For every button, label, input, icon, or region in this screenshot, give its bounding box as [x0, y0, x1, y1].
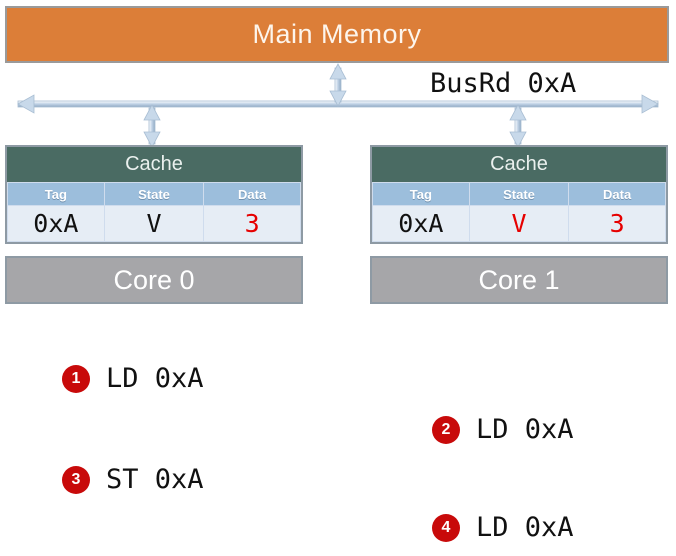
- node-core1: Cache Tag State Data 0xA V 3 Core 1: [370, 145, 668, 304]
- table-header-row: Tag State Data: [372, 182, 666, 206]
- column-header-data: Data: [203, 182, 301, 206]
- cache-block-0: Cache Tag State Data 0xA V 3: [5, 145, 303, 244]
- column-header-tag: Tag: [372, 182, 470, 206]
- step-badge-3: 3: [62, 465, 90, 494]
- instruction-step-2: 2 LD 0xA: [432, 414, 574, 445]
- table-header-row: Tag State Data: [7, 182, 301, 206]
- column-header-state: State: [468, 182, 570, 206]
- cell-data-1: 3: [568, 205, 666, 242]
- cache-table-1: Tag State Data 0xA V 3: [372, 182, 666, 242]
- bus-svg: [17, 63, 659, 148]
- node-core0: Cache Tag State Data 0xA V 3 Core 0: [5, 145, 303, 304]
- column-header-data: Data: [568, 182, 666, 206]
- column-header-state: State: [103, 182, 205, 206]
- cell-tag-1: 0xA: [372, 205, 470, 242]
- step-badge-1: 1: [62, 364, 90, 393]
- cache-title-0: Cache: [7, 147, 301, 182]
- cell-state-1: V: [468, 205, 570, 242]
- main-memory-block: Main Memory: [5, 6, 669, 63]
- column-header-tag: Tag: [7, 182, 105, 206]
- step-text-3: ST 0xA: [106, 464, 204, 495]
- memory-bus-connector-arrow: [329, 63, 347, 107]
- core-block-1: Core 1: [370, 256, 668, 304]
- instruction-step-4: 4 LD 0xA: [432, 512, 574, 543]
- cell-state-0: V: [103, 205, 205, 242]
- cell-data-0: 3: [203, 205, 301, 242]
- cache-table-0: Tag State Data 0xA V 3: [7, 182, 301, 242]
- bus-cache0-connector-arrow: [143, 104, 161, 148]
- table-row: 0xA V 3: [7, 205, 301, 242]
- instruction-step-1: 1 LD 0xA: [62, 363, 204, 394]
- table-row: 0xA V 3: [372, 205, 666, 242]
- cache-block-1: Cache Tag State Data 0xA V 3: [370, 145, 668, 244]
- step-text-2: LD 0xA: [476, 414, 574, 445]
- cache-title-1: Cache: [372, 147, 666, 182]
- step-badge-4: 4: [432, 513, 460, 542]
- bus-transaction-label: BusRd 0xA: [430, 68, 577, 99]
- bus-diagram: [0, 60, 676, 160]
- step-badge-2: 2: [432, 415, 460, 444]
- bus-cache1-connector-arrow: [509, 104, 527, 148]
- instruction-step-3: 3 ST 0xA: [62, 464, 204, 495]
- main-memory-label: Main Memory: [252, 19, 422, 49]
- step-text-1: LD 0xA: [106, 363, 204, 394]
- step-text-4: LD 0xA: [476, 512, 574, 543]
- cell-tag-0: 0xA: [7, 205, 105, 242]
- core-block-0: Core 0: [5, 256, 303, 304]
